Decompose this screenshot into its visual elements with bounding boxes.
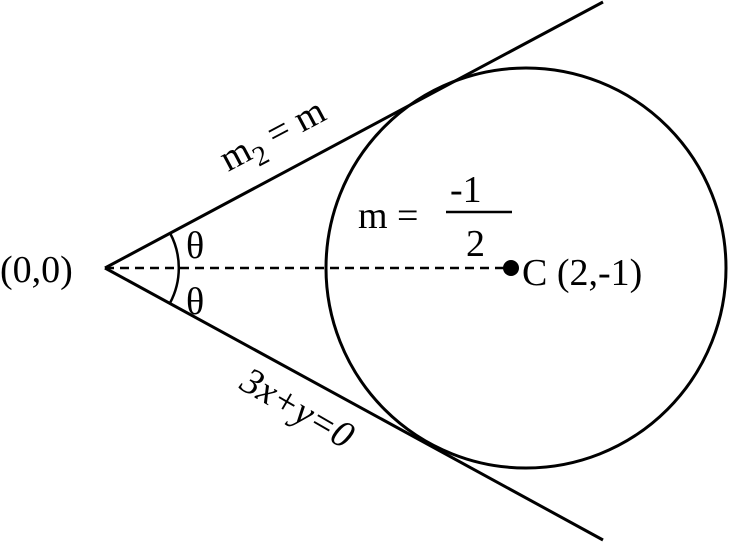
circle — [324, 66, 728, 470]
lower-tangent-line — [104, 266, 604, 542]
upper-tangent-line — [104, 0, 604, 270]
slope-numerator: -1 — [450, 169, 482, 211]
theta-lower-label: θ — [186, 281, 204, 323]
center-label: C (2,-1) — [522, 252, 642, 294]
theta-upper-label: θ — [186, 225, 204, 267]
slope-denominator: 2 — [466, 223, 485, 265]
slope-label: m = — [358, 195, 419, 237]
origin-label: (0,0) — [0, 249, 73, 291]
center-point — [503, 260, 519, 276]
angle-arc — [168, 232, 180, 304]
upper-line-label: m2 = m — [213, 90, 337, 187]
